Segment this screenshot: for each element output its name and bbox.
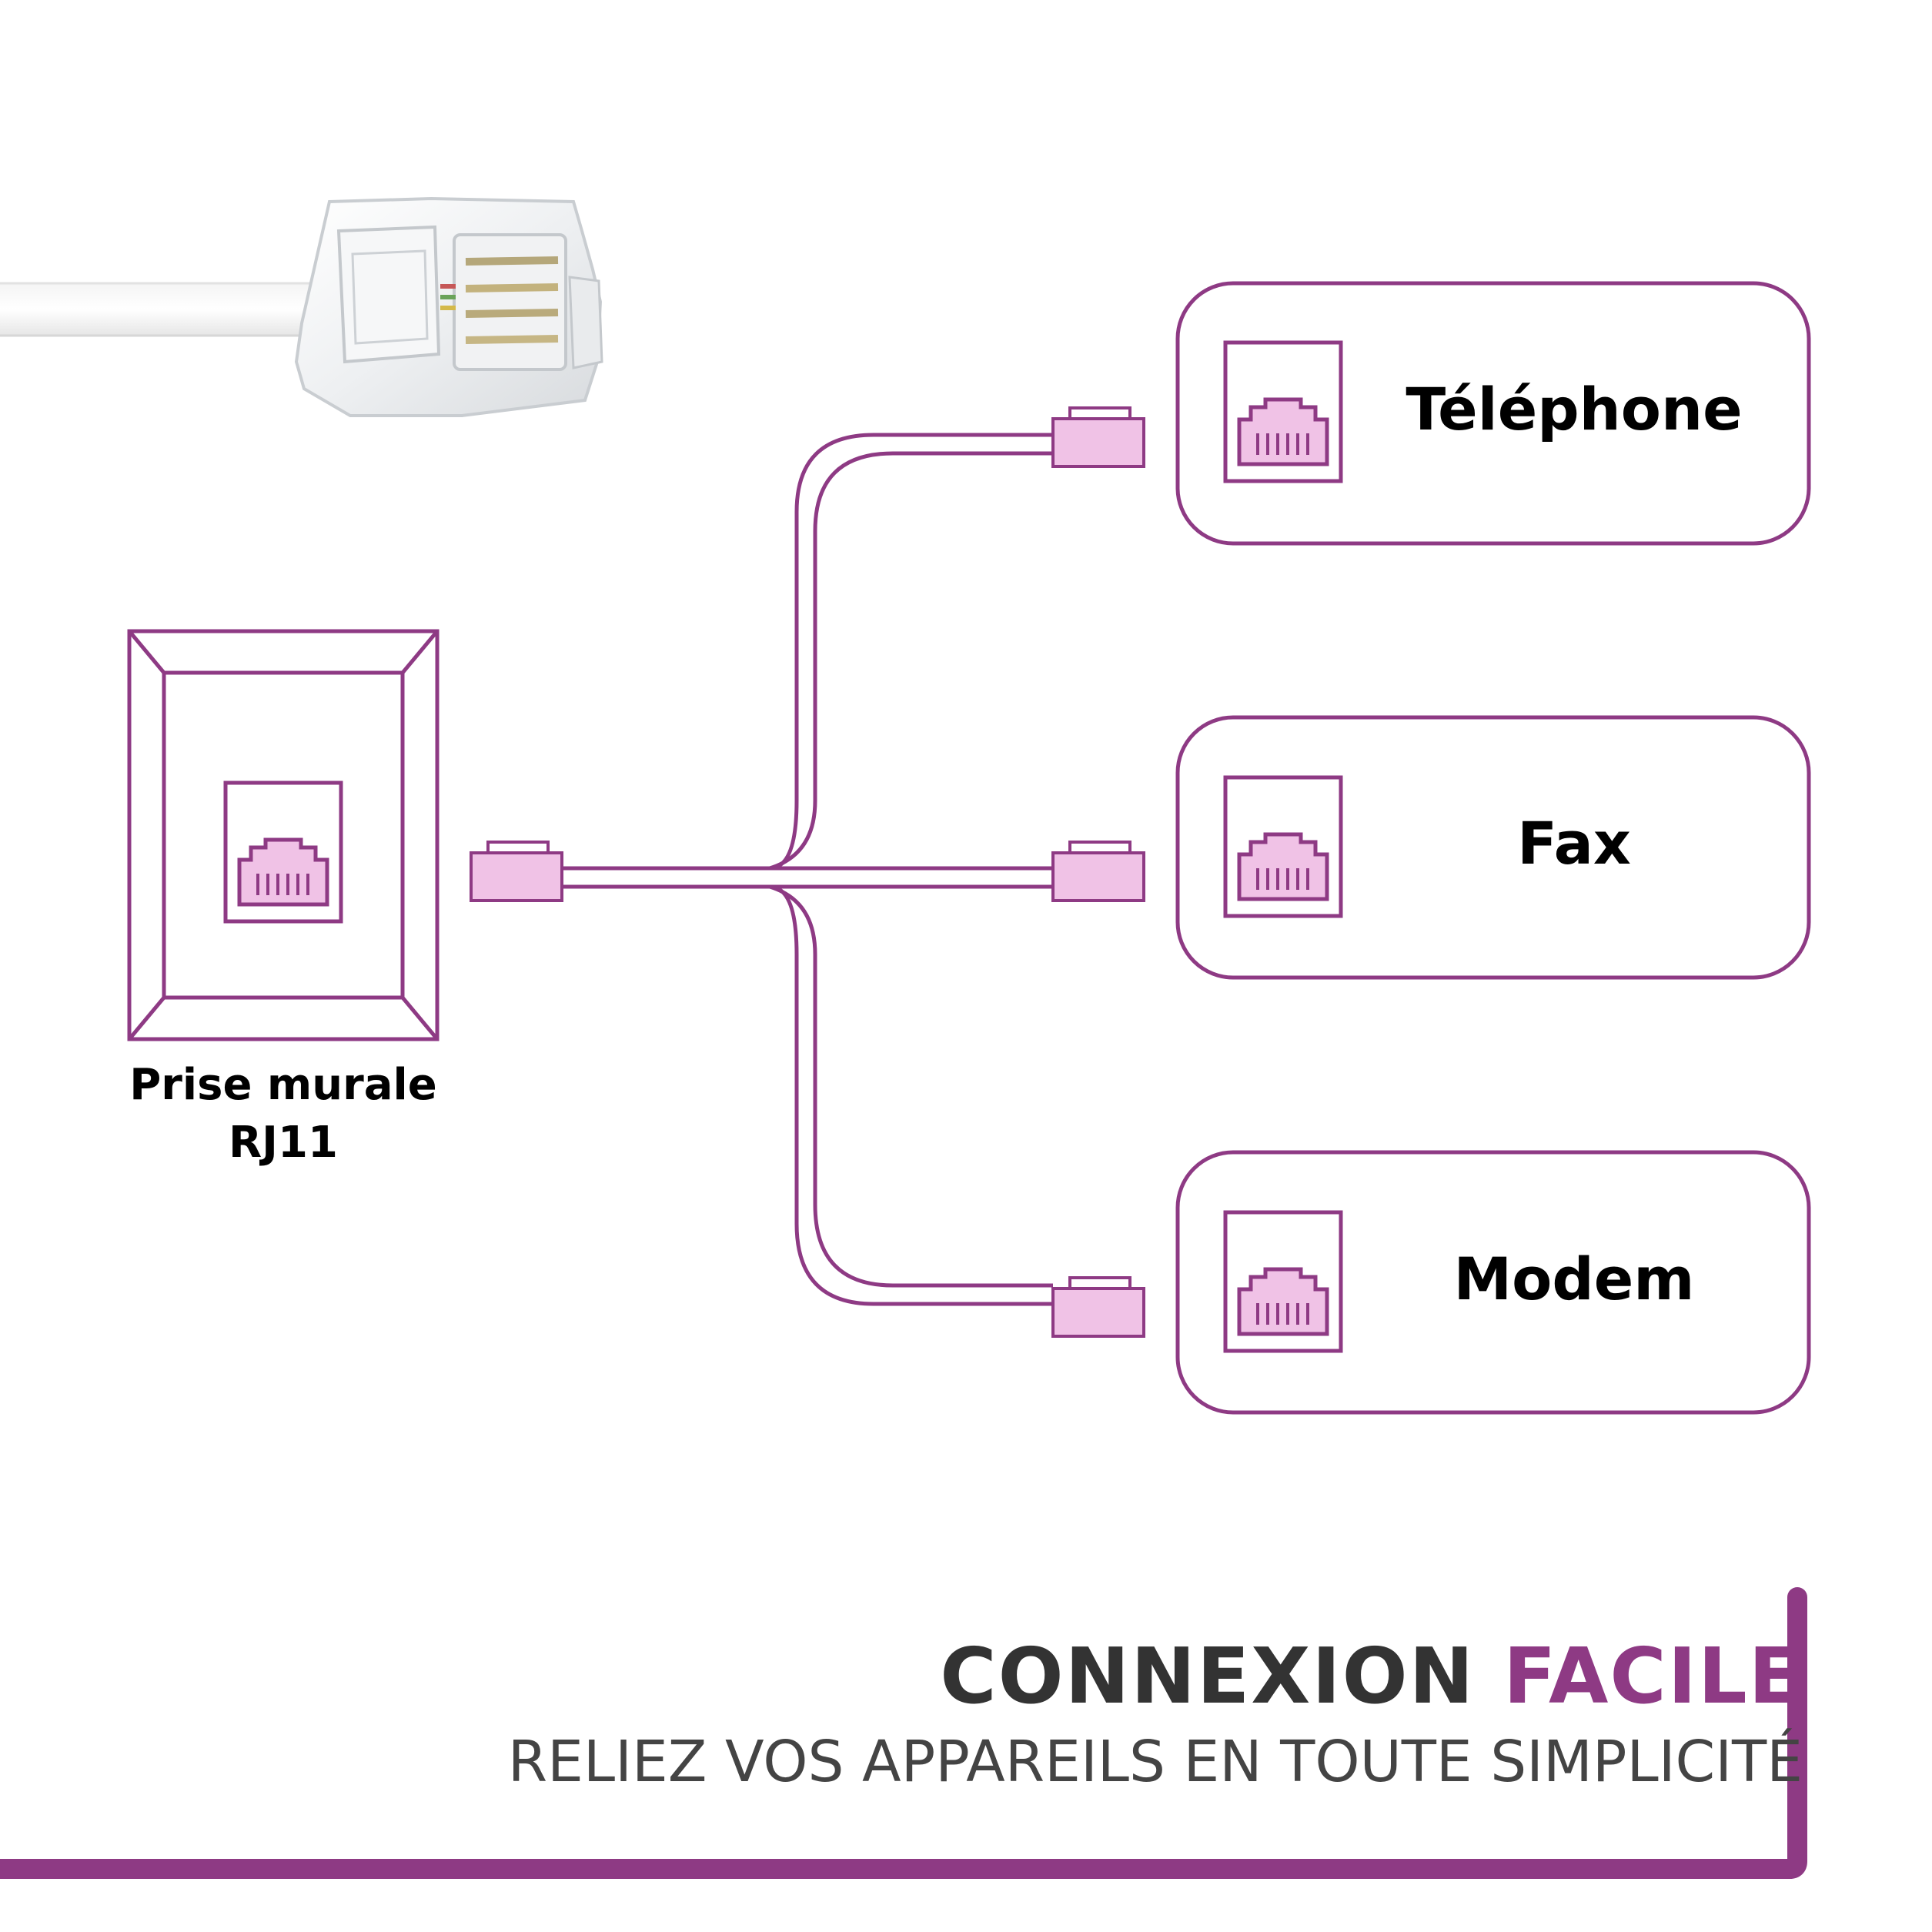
device-label-modem: Modem bbox=[1454, 1245, 1695, 1313]
footer-title: CONNEXION FACILE bbox=[940, 1638, 1803, 1715]
footer-subtitle: RELIEZ VOS APPAREILS EN TOUTE SIMPLICITÉ bbox=[507, 1729, 1803, 1795]
footer-frame bbox=[0, 1587, 1807, 1879]
rj11-port-icon bbox=[1225, 777, 1341, 916]
rj11-port-icon bbox=[1225, 343, 1341, 481]
wall-socket bbox=[127, 629, 440, 1041]
device-card-telephone: Téléphone bbox=[1175, 281, 1811, 546]
rj11-plug-icon bbox=[0, 196, 603, 417]
footer-title-word2: FACILE bbox=[1503, 1631, 1803, 1721]
device-card-modem: Modem bbox=[1175, 1150, 1811, 1415]
telephone-connector bbox=[1051, 406, 1145, 468]
wall-socket-label-line2: RJ11 bbox=[229, 1118, 338, 1168]
wall-socket-label-line1: Prise murale bbox=[129, 1060, 436, 1110]
trunk-connector bbox=[470, 841, 563, 902]
modem-connector bbox=[1051, 1276, 1145, 1338]
fax-connector bbox=[1051, 841, 1145, 902]
splitter-cables bbox=[562, 433, 1053, 1306]
rj11-port-icon bbox=[226, 783, 341, 921]
rj11-port-icon bbox=[1225, 1212, 1341, 1351]
footer-title-word1: CONNEXION bbox=[940, 1631, 1476, 1721]
device-label-fax: Fax bbox=[1517, 809, 1631, 877]
device-label-telephone: Téléphone bbox=[1406, 375, 1742, 443]
device-card-fax: Fax bbox=[1175, 715, 1811, 980]
